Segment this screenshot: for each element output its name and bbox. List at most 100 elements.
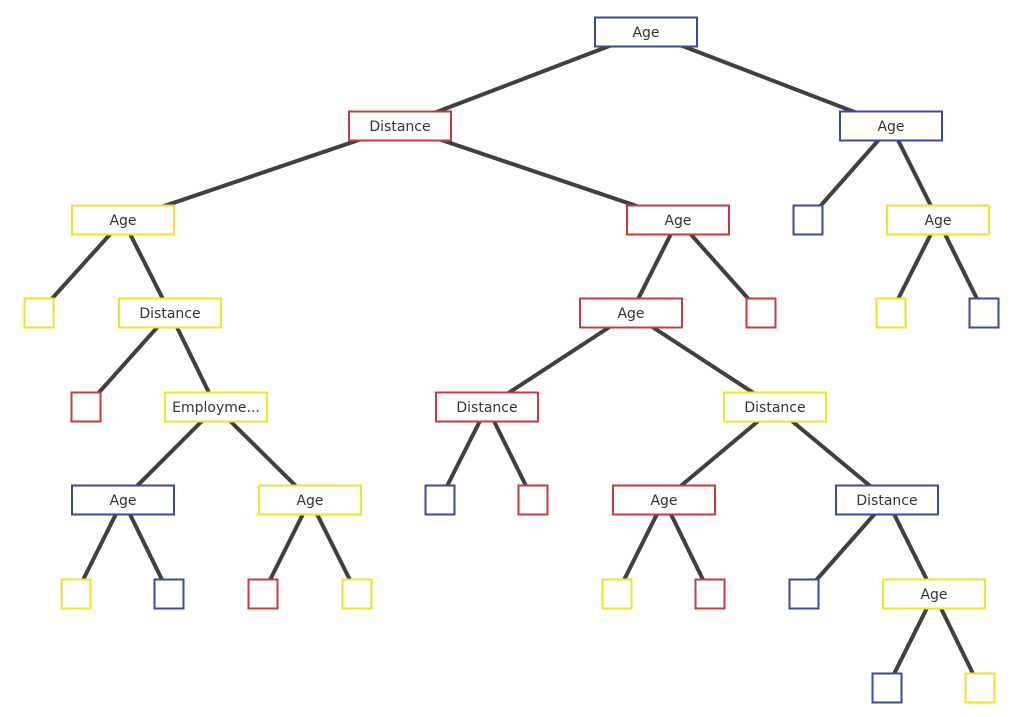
leaf-node[interactable]	[247, 578, 279, 610]
tree-edge	[121, 499, 171, 595]
node-box	[871, 672, 903, 704]
node-label: Age	[632, 25, 659, 41]
node-label: Age	[920, 587, 947, 603]
leaf-node[interactable]	[70, 391, 102, 423]
tree-edge	[802, 498, 889, 596]
node-box	[247, 578, 279, 610]
node-box	[153, 578, 185, 610]
tree-edge	[308, 499, 359, 595]
split-node[interactable]: Age	[71, 484, 175, 516]
leaf-node[interactable]	[153, 578, 185, 610]
node-label: Age	[924, 213, 951, 229]
tree-edge	[662, 499, 712, 595]
leaf-node[interactable]	[964, 672, 996, 704]
node-box	[792, 204, 824, 236]
node-box	[882, 578, 986, 610]
split-node[interactable]: Age	[612, 484, 716, 516]
tree-edge	[74, 499, 125, 595]
node-box	[341, 578, 373, 610]
node-box	[71, 484, 175, 516]
tree-edge	[885, 593, 936, 689]
node-label: Employme...	[172, 400, 260, 416]
leaf-node[interactable]	[23, 297, 55, 329]
node-label: Age	[109, 213, 136, 229]
node-box	[875, 297, 907, 329]
leaf-node[interactable]	[968, 297, 1000, 329]
leaf-node[interactable]	[875, 297, 907, 329]
leaf-node[interactable]	[871, 672, 903, 704]
split-node[interactable]: Age	[579, 297, 683, 329]
node-label: Age	[664, 213, 691, 229]
leaf-node[interactable]	[424, 484, 456, 516]
split-node[interactable]: Employme...	[164, 391, 268, 423]
node-label: Age	[296, 493, 323, 509]
node-box	[348, 110, 452, 142]
node-box	[579, 297, 683, 329]
node-box	[839, 110, 943, 142]
tree-edge	[399, 30, 647, 128]
node-label: Distance	[139, 306, 200, 322]
leaf-node[interactable]	[601, 578, 633, 610]
split-node[interactable]: Age	[71, 204, 175, 236]
node-box	[435, 391, 539, 423]
node-label: Age	[877, 119, 904, 135]
leaf-node[interactable]	[60, 578, 92, 610]
node-label: Age	[109, 493, 136, 509]
node-box	[424, 484, 456, 516]
split-node[interactable]: Distance	[435, 391, 539, 423]
split-node[interactable]: Distance	[723, 391, 827, 423]
split-node[interactable]: Age	[886, 204, 990, 236]
tree-edge	[885, 499, 936, 595]
leaf-node[interactable]	[792, 204, 824, 236]
node-box	[258, 484, 362, 516]
split-node[interactable]: Distance	[348, 110, 452, 142]
leaf-node[interactable]	[745, 297, 777, 329]
leaf-node[interactable]	[517, 484, 549, 516]
split-node[interactable]: Age	[626, 204, 730, 236]
split-node[interactable]: Age	[258, 484, 362, 516]
node-label: Age	[617, 306, 644, 322]
node-box	[71, 204, 175, 236]
node-box	[835, 484, 939, 516]
node-box	[23, 297, 55, 329]
split-node[interactable]: Age	[839, 110, 943, 142]
node-box	[723, 391, 827, 423]
node-box	[164, 391, 268, 423]
node-box	[968, 297, 1000, 329]
leaf-node[interactable]	[341, 578, 373, 610]
tree-edge	[84, 311, 172, 409]
node-label: Distance	[369, 119, 430, 135]
split-node[interactable]: Distance	[835, 484, 939, 516]
tree-edge	[645, 30, 892, 128]
node-box	[886, 204, 990, 236]
tree-edge	[168, 312, 218, 408]
node-box	[70, 391, 102, 423]
node-box	[60, 578, 92, 610]
node-label: Distance	[856, 493, 917, 509]
node-box	[745, 297, 777, 329]
node-label: Distance	[456, 400, 517, 416]
split-node[interactable]: Age	[594, 16, 698, 48]
split-node[interactable]: Distance	[118, 297, 222, 329]
node-box	[601, 578, 633, 610]
tree-edge	[485, 311, 633, 409]
tree-edge	[932, 593, 982, 689]
tree-edge	[399, 124, 679, 222]
tree-edge	[889, 125, 940, 221]
leaf-node[interactable]	[694, 578, 726, 610]
tree-edge	[806, 124, 893, 222]
node-box	[626, 204, 730, 236]
node-label: Age	[650, 493, 677, 509]
node-box	[694, 578, 726, 610]
tree-edge	[629, 311, 777, 409]
split-node[interactable]: Age	[882, 578, 986, 610]
node-box	[612, 484, 716, 516]
node-box	[118, 297, 222, 329]
leaf-node[interactable]	[788, 578, 820, 610]
tree-edge	[261, 499, 312, 595]
node-box	[788, 578, 820, 610]
node-label: Distance	[744, 400, 805, 416]
node-box	[964, 672, 996, 704]
